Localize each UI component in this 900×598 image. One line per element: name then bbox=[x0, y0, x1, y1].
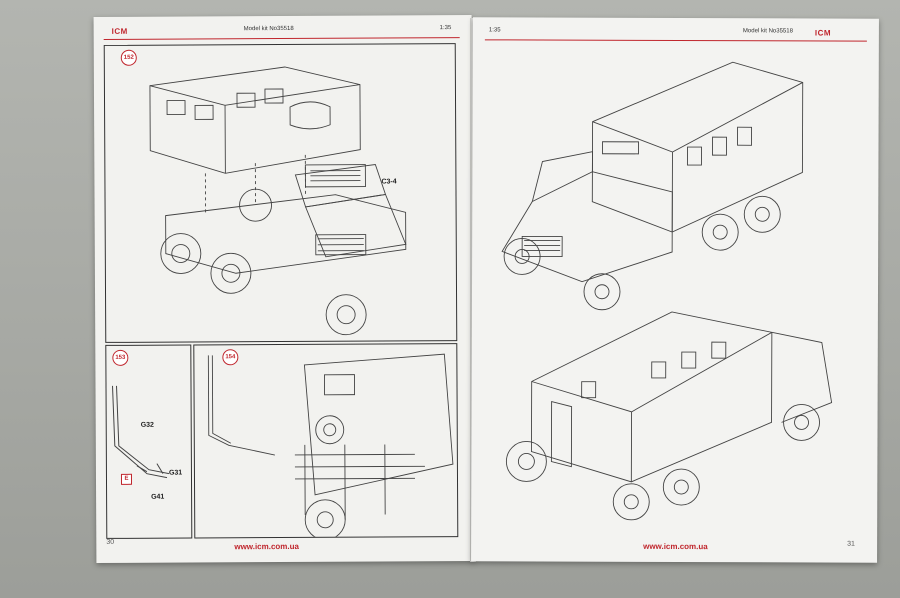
brand-logo: ICM bbox=[111, 26, 128, 36]
truck-assembly-drawing bbox=[149, 66, 407, 336]
step-153-panel: 153 G32 G31 G41 E bbox=[105, 344, 193, 539]
header-rule bbox=[103, 37, 460, 40]
step-152-panel: 152 C3-4 bbox=[103, 43, 458, 343]
model-kit-label: Model kit No35518 bbox=[243, 25, 294, 33]
exhaust-pipe-drawing bbox=[112, 385, 170, 479]
page-number-right: 31 bbox=[847, 540, 855, 548]
website-url-right: www.icm.com.ua bbox=[643, 541, 708, 552]
right-page: 1:35 Model kit No35518 ICM bbox=[471, 17, 879, 563]
rear-detail-drawing bbox=[207, 353, 454, 538]
brand-logo-right: ICM bbox=[814, 28, 832, 38]
step-154-panel: 154 bbox=[193, 343, 459, 539]
website-url-left: www.icm.com.ua bbox=[234, 541, 299, 552]
model-kit-label-right: Model kit No35518 bbox=[742, 28, 793, 35]
scale-label: 1:35 bbox=[439, 25, 452, 32]
left-page: ICM Model kit No35518 1:35 152 C3-4 bbox=[93, 15, 475, 563]
finished-truck-drawings bbox=[501, 61, 833, 521]
page-number-left: 30 bbox=[106, 538, 115, 546]
scale-label-right: 1:35 bbox=[488, 27, 501, 34]
